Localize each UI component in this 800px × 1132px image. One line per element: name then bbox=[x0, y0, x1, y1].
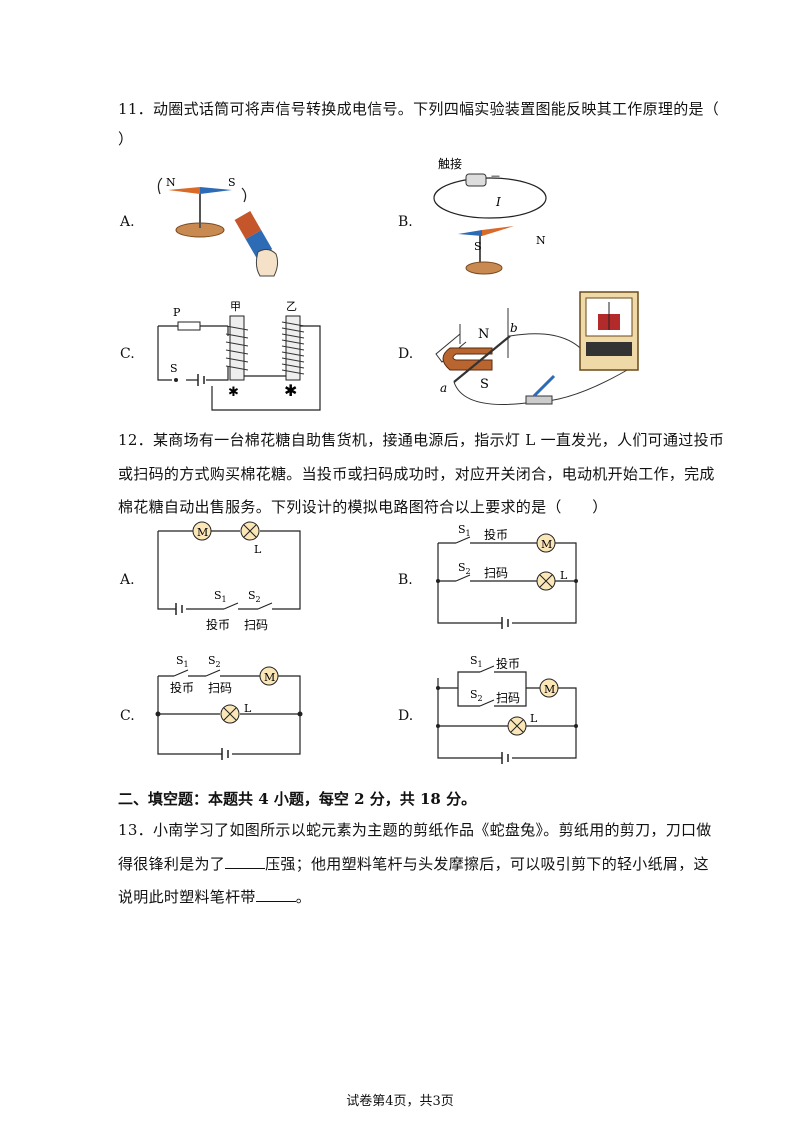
label-n-d: N bbox=[478, 327, 489, 342]
switch-handle bbox=[532, 374, 556, 398]
q12-circuit-c: S1 S2 投币 扫码 M L bbox=[155, 654, 303, 760]
rheostat bbox=[177, 321, 201, 331]
q12-option-a: A. bbox=[120, 572, 135, 588]
hand bbox=[255, 248, 279, 277]
s1-label-b: S1 bbox=[458, 523, 471, 538]
s2-label-c: S2 bbox=[208, 654, 221, 669]
q13-line3: 说明此时塑料笔杆带。 bbox=[118, 887, 312, 906]
rotate-arrow-right bbox=[241, 187, 247, 203]
u-magnet bbox=[442, 347, 493, 371]
label-s-c: S bbox=[170, 362, 178, 375]
q11-figure-c: P S 甲 乙 ✱ ✱ bbox=[157, 300, 321, 411]
label-a: a bbox=[440, 381, 447, 395]
needle-n bbox=[482, 226, 514, 236]
iron-core-jia bbox=[229, 315, 245, 381]
label-s-d: S bbox=[480, 377, 489, 392]
motor-label-b: M bbox=[541, 538, 552, 551]
q12-circuit-d: S1 S2 投币 扫码 M L bbox=[436, 654, 578, 764]
q12-stem-line2: 或扫码的方式购买棉花糖。当投币或扫码成功时，对应开关闭合，电动机开始工作，完成 bbox=[118, 465, 715, 483]
switch-d bbox=[525, 395, 553, 405]
q13-line2: 得很锋利是为了压强；他用塑料笔杆与头发摩擦后，可以吸引剪下的轻小纸屑，这 bbox=[118, 854, 709, 873]
label-current: I bbox=[495, 195, 501, 209]
lamp-label: L bbox=[254, 543, 262, 556]
lamp-label-c: L bbox=[244, 702, 252, 715]
q12-circuit-a: M L S1 S2 投币 扫码 bbox=[157, 521, 301, 632]
label-s: S bbox=[228, 176, 236, 189]
label-minus: － bbox=[490, 170, 501, 183]
motor-symbol-c bbox=[259, 666, 279, 686]
s1-label: S1 bbox=[214, 589, 227, 604]
q13-blank-2[interactable] bbox=[255, 887, 296, 902]
q12-option-d: D. bbox=[398, 708, 414, 724]
q13-blank-1[interactable] bbox=[225, 854, 266, 869]
switch-s2 bbox=[257, 602, 273, 610]
wire-loop bbox=[433, 177, 547, 219]
q13-line1: 13．小南学习了如图所示以蛇元素为主题的剪纸作品《蛇盘兔》。剪纸用的剪刀，刀口做 bbox=[118, 821, 712, 839]
scan-label-c: 扫码 bbox=[208, 681, 232, 695]
switch-s1 bbox=[223, 602, 239, 610]
motor-symbol-b bbox=[536, 533, 556, 553]
q11-option-d: D. bbox=[398, 346, 414, 362]
q11-figure-d: N b S a bbox=[435, 291, 639, 405]
label-b: b bbox=[510, 321, 518, 335]
q11-stem: 11．动圈式话筒可将声信号转换成电信号。下列四幅实验装置图能反映其工作原理的是（ bbox=[118, 100, 720, 118]
label-n-b: N bbox=[536, 234, 546, 247]
q11-figure-b: 触接 － I S N bbox=[433, 156, 547, 275]
scan-label-b: 扫码 bbox=[484, 566, 508, 580]
coin-label-b: 投币 bbox=[484, 527, 508, 542]
q11-option-b: B. bbox=[398, 214, 413, 230]
label-touch: 触接 bbox=[438, 156, 462, 171]
scan-label-d: 扫码 bbox=[496, 691, 520, 705]
q11-option-c: C. bbox=[120, 346, 135, 362]
coin-label-d: 投币 bbox=[496, 656, 520, 671]
coil-yi bbox=[281, 321, 305, 375]
q12-stem-line3: 棉花糖自动出售服务。下列设计的模拟电路图符合以上要求的是（ ） bbox=[118, 498, 608, 516]
needle-south bbox=[200, 187, 232, 194]
iron-filings-jia: ✱ bbox=[228, 385, 239, 400]
label-s-b: S bbox=[474, 240, 482, 253]
q11-figure-a: N S bbox=[157, 176, 279, 277]
s1-label-c: S1 bbox=[176, 654, 189, 669]
battery bbox=[465, 173, 487, 187]
lamp-label-d: L bbox=[530, 712, 538, 725]
scan-label: 扫码 bbox=[244, 618, 268, 632]
s1-label-d: S1 bbox=[470, 654, 483, 669]
label-p: P bbox=[173, 306, 181, 319]
q12-option-c: C. bbox=[120, 708, 135, 724]
q12-option-b: B. bbox=[398, 572, 413, 588]
s2-label-d: S2 bbox=[470, 688, 483, 703]
q12-circuit-b: S1 S2 投币 扫码 M L bbox=[436, 523, 578, 629]
label-jia: 甲 bbox=[230, 300, 241, 313]
page-footer: 试卷第4页，共3页 bbox=[346, 1094, 454, 1109]
motor-label-c: M bbox=[264, 671, 275, 684]
needle-s bbox=[458, 230, 482, 236]
galvanometer-terminals bbox=[586, 342, 632, 356]
coin-label-c: 投币 bbox=[170, 680, 194, 695]
needle-north bbox=[168, 187, 200, 194]
q12-stem-line1: 12．某商场有一台棉花糖自助售货机，接通电源后，指示灯 L 一直发光，人们可通过… bbox=[118, 431, 725, 449]
motor-label: M bbox=[197, 526, 208, 539]
rotate-arrow-left bbox=[157, 177, 163, 195]
coin-label: 投币 bbox=[206, 617, 230, 632]
motor-label-d: M bbox=[544, 683, 555, 696]
s2-label: S2 bbox=[248, 589, 261, 604]
conductor-ab bbox=[453, 335, 511, 383]
q11-stem-close: ） bbox=[118, 130, 134, 148]
motor-symbol bbox=[192, 521, 212, 541]
stand-base-b bbox=[465, 261, 503, 275]
section-2-title: 二、填空题：本题共 4 小题，每空 2 分，共 18 分。 bbox=[118, 790, 477, 808]
circuit-wires bbox=[157, 325, 229, 381]
coil-jia bbox=[225, 325, 249, 371]
label-n: N bbox=[166, 176, 176, 189]
q11-option-a: A. bbox=[120, 214, 135, 230]
s2-label-b: S2 bbox=[458, 561, 471, 576]
iron-filings-yi: ✱ bbox=[284, 381, 297, 400]
label-yi: 乙 bbox=[286, 300, 297, 313]
lamp-label-b: L bbox=[560, 569, 568, 582]
motor-symbol-d bbox=[539, 678, 559, 698]
